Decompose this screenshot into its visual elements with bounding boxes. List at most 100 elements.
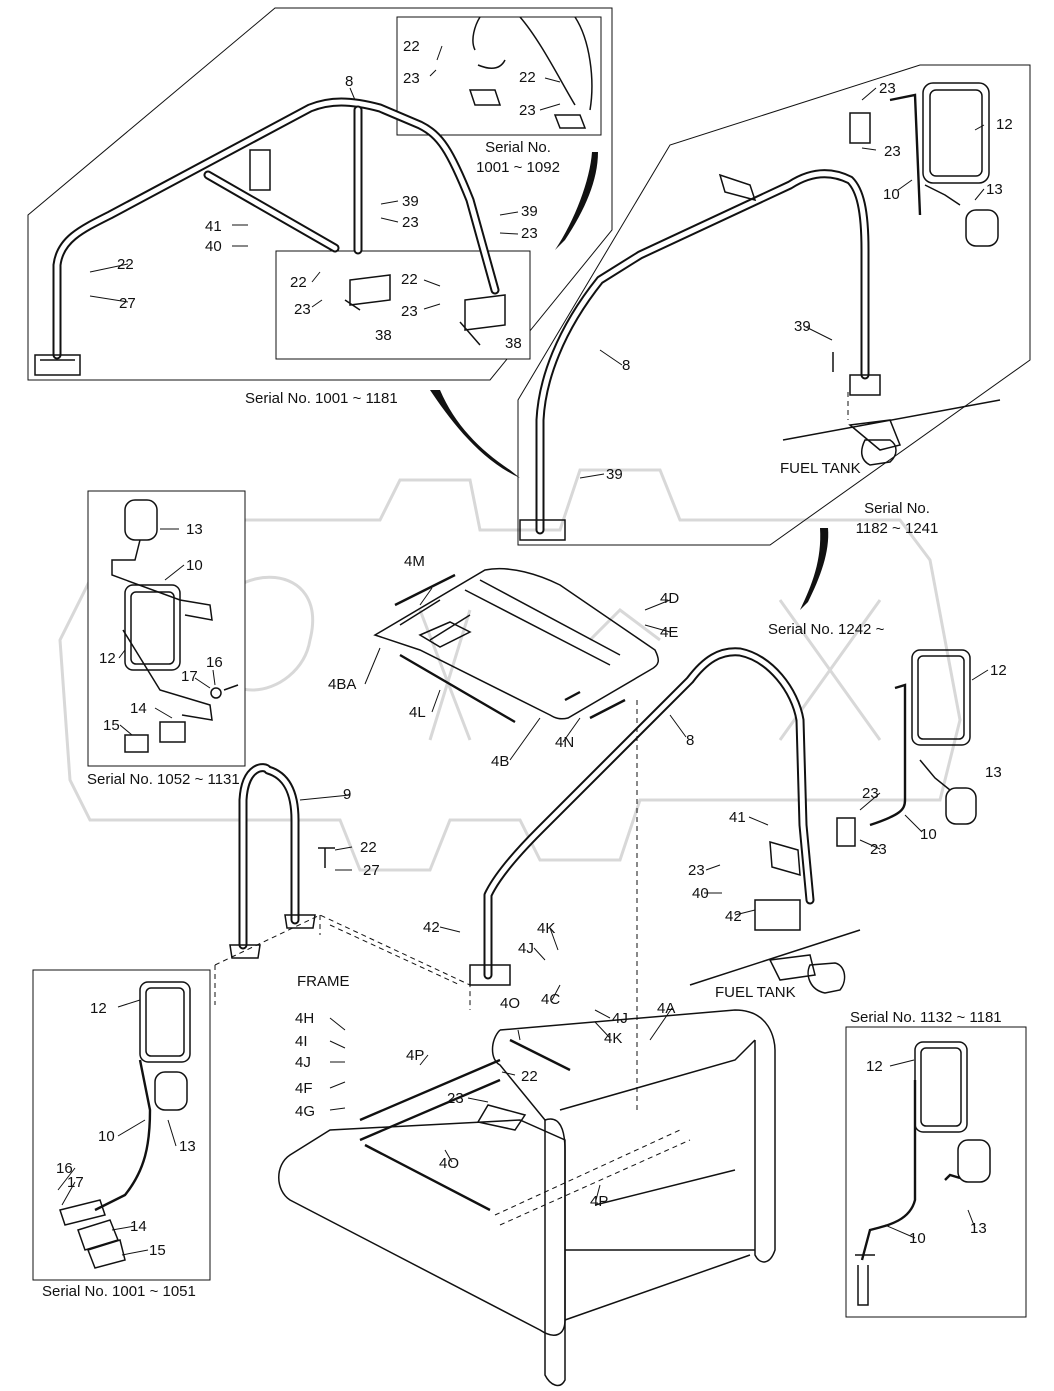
label-22: 22 — [401, 271, 418, 288]
panel-serial-1001-1051 — [32, 969, 211, 1281]
label-13: 13 — [985, 764, 1002, 781]
caption-serial-1001-1092-line2: 1001 ~ 1092 — [476, 159, 560, 176]
label-39: 39 — [402, 193, 419, 210]
label-4K: 4K — [537, 920, 555, 937]
label-10: 10 — [909, 1230, 926, 1247]
captions: Serial No. 1001 ~ 1092 Serial No. 1001 ~… — [42, 139, 1002, 1300]
label-9: 9 — [343, 786, 351, 803]
label-17: 17 — [67, 1174, 84, 1191]
label-13: 13 — [186, 521, 203, 538]
caption-serial-1132-1181: Serial No. 1132 ~ 1181 — [850, 1009, 1002, 1026]
label-22: 22 — [117, 256, 134, 273]
leader-lines — [57, 45, 989, 1256]
label-42: 42 — [725, 908, 742, 925]
label-13: 13 — [970, 1220, 987, 1237]
label-41: 41 — [205, 218, 222, 235]
label-15: 15 — [149, 1242, 166, 1259]
label-23: 23 — [521, 225, 538, 242]
label-15: 15 — [103, 717, 120, 734]
panel-serial-1001-1181 — [27, 7, 613, 381]
caption-serial-1001-1051: Serial No. 1001 ~ 1051 — [42, 1283, 196, 1300]
frame-outline — [214, 914, 471, 1010]
label-4B: 4B — [491, 753, 509, 770]
label-40: 40 — [692, 885, 709, 902]
label-10: 10 — [920, 826, 937, 843]
panel-serial-1182-1241 — [517, 64, 1031, 546]
caption-frame: FRAME — [297, 973, 350, 990]
rollbar-main — [469, 647, 815, 1110]
label-4K: 4K — [604, 1030, 622, 1047]
label-14: 14 — [130, 1218, 147, 1235]
label-23: 23 — [519, 102, 536, 119]
label-40: 40 — [205, 238, 222, 255]
caption-fuel-tank-upper: FUEL TANK — [780, 460, 861, 477]
label-4D: 4D — [660, 590, 679, 607]
label-4BA: 4BA — [328, 676, 356, 693]
label-38: 38 — [375, 327, 392, 344]
label-13: 13 — [986, 181, 1003, 198]
label-10: 10 — [186, 557, 203, 574]
seat-base — [278, 1009, 776, 1387]
label-4I: 4I — [295, 1033, 308, 1050]
label-27: 27 — [119, 295, 136, 312]
label-4H: 4H — [295, 1010, 314, 1027]
label-4J: 4J — [518, 940, 534, 957]
label-4G: 4G — [295, 1103, 315, 1120]
caption-serial-1182-1241-line2: 1182 ~ 1241 — [856, 520, 939, 537]
label-4L: 4L — [409, 704, 426, 721]
label-4F: 4F — [295, 1080, 313, 1097]
label-4O: 4O — [439, 1155, 459, 1172]
label-4P: 4P — [406, 1047, 424, 1064]
label-12: 12 — [90, 1000, 107, 1017]
label-23: 23 — [294, 301, 311, 318]
label-8: 8 — [622, 357, 630, 374]
label-22: 22 — [403, 38, 420, 55]
caption-serial-1001-1181: Serial No. 1001 ~ 1181 — [245, 390, 398, 407]
label-23: 23 — [879, 80, 896, 97]
caption-serial-1052-1131: Serial No. 1052 ~ 1131 — [87, 771, 240, 788]
label-22: 22 — [290, 274, 307, 291]
label-23: 23 — [862, 785, 879, 802]
mirror-right-late — [689, 649, 977, 994]
label-23: 23 — [447, 1090, 464, 1107]
label-10: 10 — [883, 186, 900, 203]
label-4A: 4A — [657, 1000, 675, 1017]
part-labels: 22 23 22 23 8 22 27 41 40 39 23 39 23 22… — [56, 38, 1013, 1259]
label-42: 42 — [423, 919, 440, 936]
label-4J: 4J — [295, 1054, 311, 1071]
label-4P: 4P — [590, 1193, 608, 1210]
label-12: 12 — [99, 650, 116, 667]
label-8: 8 — [345, 73, 353, 90]
label-39: 39 — [794, 318, 811, 335]
label-39: 39 — [606, 466, 623, 483]
panel-serial-1132-1181 — [845, 1026, 1027, 1318]
canopy-roof — [373, 567, 660, 724]
label-23: 23 — [884, 143, 901, 160]
caption-serial-1182-1241-line1: Serial No. — [864, 500, 930, 517]
label-4C: 4C — [541, 991, 560, 1008]
label-13: 13 — [179, 1138, 196, 1155]
caption-serial-1242: Serial No. 1242 ~ — [768, 621, 885, 638]
label-39: 39 — [521, 203, 538, 220]
label-4O: 4O — [500, 995, 520, 1012]
label-17: 17 — [181, 668, 198, 685]
label-16: 16 — [206, 654, 223, 671]
caption-fuel-tank-lower: FUEL TANK — [715, 984, 796, 1001]
transition-arrows — [430, 152, 829, 610]
label-4E: 4E — [660, 624, 678, 641]
label-12: 12 — [866, 1058, 883, 1075]
label-12: 12 — [996, 116, 1013, 133]
label-12: 12 — [990, 662, 1007, 679]
label-4J: 4J — [612, 1010, 628, 1027]
label-23: 23 — [402, 214, 419, 231]
label-23: 23 — [688, 862, 705, 879]
label-22: 22 — [521, 1068, 538, 1085]
label-38: 38 — [505, 335, 522, 352]
label-16: 16 — [56, 1160, 73, 1177]
label-22: 22 — [360, 839, 377, 856]
handle-9 — [229, 763, 335, 959]
label-4N: 4N — [555, 734, 574, 751]
label-22: 22 — [519, 69, 536, 86]
label-8: 8 — [686, 732, 694, 749]
label-23: 23 — [403, 70, 420, 87]
